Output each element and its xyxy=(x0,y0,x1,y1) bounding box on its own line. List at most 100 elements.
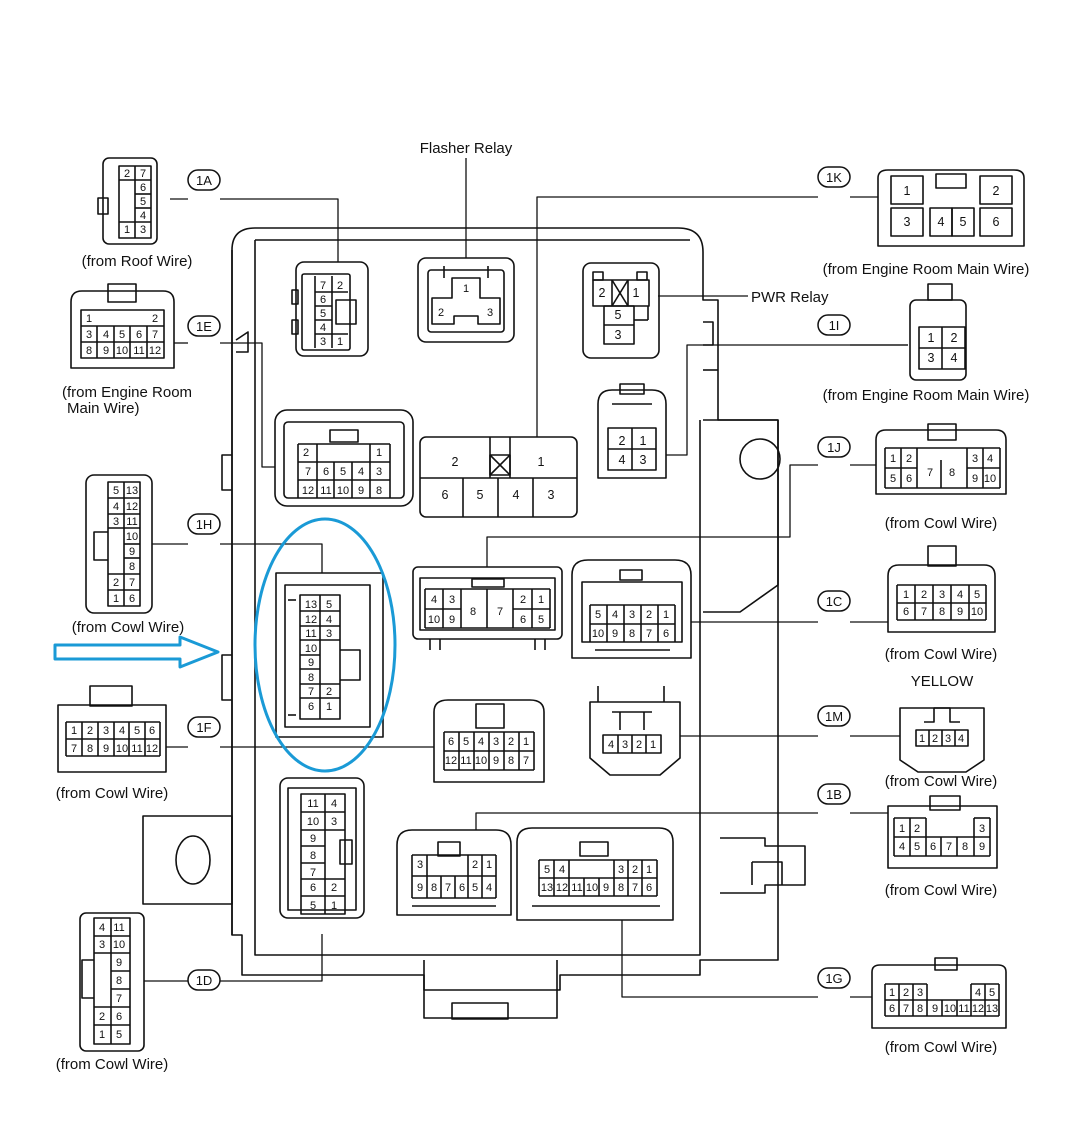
pin-label: 4 xyxy=(899,841,905,853)
pin-label: 1 xyxy=(523,736,529,748)
pin-label: 9 xyxy=(308,657,314,669)
pin-label: 6 xyxy=(149,725,155,737)
pin-label: 7 xyxy=(152,329,158,341)
pin-label: 6 xyxy=(310,882,316,894)
text-labels: Flasher Relay PWR Relay YELLOW (from Roo… xyxy=(56,140,1030,1073)
block-socket-1j xyxy=(412,566,563,650)
ext-connector-1g xyxy=(871,957,1007,1029)
pin-label: 4 xyxy=(113,501,119,513)
pin-label: 12 xyxy=(972,1003,984,1015)
ext-connector-1k xyxy=(877,169,1025,247)
pin-label: 3 xyxy=(103,725,109,737)
pin-label: 4 xyxy=(331,798,337,810)
ext-connector-1f xyxy=(57,685,167,773)
pin-label: 7 xyxy=(921,606,927,618)
pin-label: 3 xyxy=(640,453,647,467)
pin-label: 5 xyxy=(914,841,920,853)
tag-1c: 1C xyxy=(826,594,843,609)
pin-label: 6 xyxy=(646,882,652,894)
pin-label: 2 xyxy=(472,859,478,871)
block-socket-1f xyxy=(433,699,545,783)
pin-label: 5 xyxy=(538,614,544,626)
tag-1j: 1J xyxy=(827,440,841,455)
pin-label: 1 xyxy=(71,725,77,737)
ext-connector-1e xyxy=(70,283,175,369)
pin-label: 9 xyxy=(449,614,455,626)
pin-label: 5 xyxy=(134,725,140,737)
pin-label: 9 xyxy=(310,833,316,845)
tag-1d: 1D xyxy=(196,973,213,988)
pin-label: 2 xyxy=(993,184,1000,198)
pin-label: 7 xyxy=(632,882,638,894)
pin-label: 10 xyxy=(475,755,487,767)
pin-label: 12 xyxy=(445,755,457,767)
pin-label: 11 xyxy=(126,516,137,528)
pin-label: 1 xyxy=(463,283,469,295)
pin-label: 1 xyxy=(904,184,911,198)
block-socket-1b xyxy=(396,829,512,916)
pin-label: 8 xyxy=(917,1003,923,1015)
pin-label: 12 xyxy=(126,501,138,513)
pin-label: 3 xyxy=(449,594,455,606)
pin-label: 7 xyxy=(646,628,652,640)
pin-label: 1 xyxy=(86,313,92,325)
pin-label: 2 xyxy=(932,733,938,745)
pwr-relay-socket xyxy=(582,262,660,359)
pin-label: 4 xyxy=(103,329,109,341)
pin-label: 4 xyxy=(119,725,125,737)
pin-label: 11 xyxy=(305,628,316,640)
pin-label: 5 xyxy=(477,488,484,502)
pin-label: 2 xyxy=(646,609,652,621)
pin-label: 2 xyxy=(906,453,912,465)
pin-label: 3 xyxy=(113,516,119,528)
pin-label: 2 xyxy=(508,736,514,748)
pin-label: 6 xyxy=(993,215,1000,229)
block-socket-1e xyxy=(274,409,414,507)
pin-label: 6 xyxy=(889,1003,895,1015)
from-cowl-wire-label-1j: (from Cowl Wire) xyxy=(885,515,998,532)
pin-label: 13 xyxy=(986,1003,998,1015)
pin-label: 4 xyxy=(486,882,492,894)
ext-connector-1j xyxy=(875,423,1007,495)
ext-connector-1a xyxy=(97,157,158,245)
pin-label: 11 xyxy=(320,485,331,497)
pin-label: 4 xyxy=(619,453,626,467)
pin-label: 6 xyxy=(459,882,465,894)
block-socket-1g xyxy=(516,827,674,921)
highlight-arrow xyxy=(53,635,220,669)
pin-label: 8 xyxy=(129,561,135,573)
tag-labels: 1A 1E 1H 1F 1D 1K 1I 1J 1C 1M 1B 1G xyxy=(196,170,843,988)
pin-label: 1 xyxy=(919,733,925,745)
pin-label: 4 xyxy=(431,594,437,606)
pin-label: 3 xyxy=(917,987,923,999)
from-cowl-wire-label-1f: (from Cowl Wire) xyxy=(56,785,169,802)
pin-label: 3 xyxy=(928,351,935,365)
pin-label: 5 xyxy=(320,308,326,320)
pin-label: 1 xyxy=(646,864,652,876)
from-cowl-wire-label-1c: (from Cowl Wire) xyxy=(885,646,998,663)
pin-label: 1 xyxy=(538,594,544,606)
pin-label: 7 xyxy=(523,755,529,767)
pin-label: 6 xyxy=(129,593,135,605)
yellow-label: YELLOW xyxy=(911,673,974,690)
pin-label: 3 xyxy=(326,628,332,640)
pin-label: 10 xyxy=(116,743,128,755)
pin-label: 6 xyxy=(116,1011,122,1023)
pin-label: 5 xyxy=(340,466,346,478)
from-cowl-wire-label-1m: (from Cowl Wire) xyxy=(885,773,998,790)
pin-label: 4 xyxy=(612,609,618,621)
pin-label: 4 xyxy=(608,739,614,751)
pin-label: 2 xyxy=(152,313,158,325)
pin-label: 11 xyxy=(460,755,471,767)
pin-label: 3 xyxy=(615,328,622,342)
pin-label: 10 xyxy=(305,643,317,655)
